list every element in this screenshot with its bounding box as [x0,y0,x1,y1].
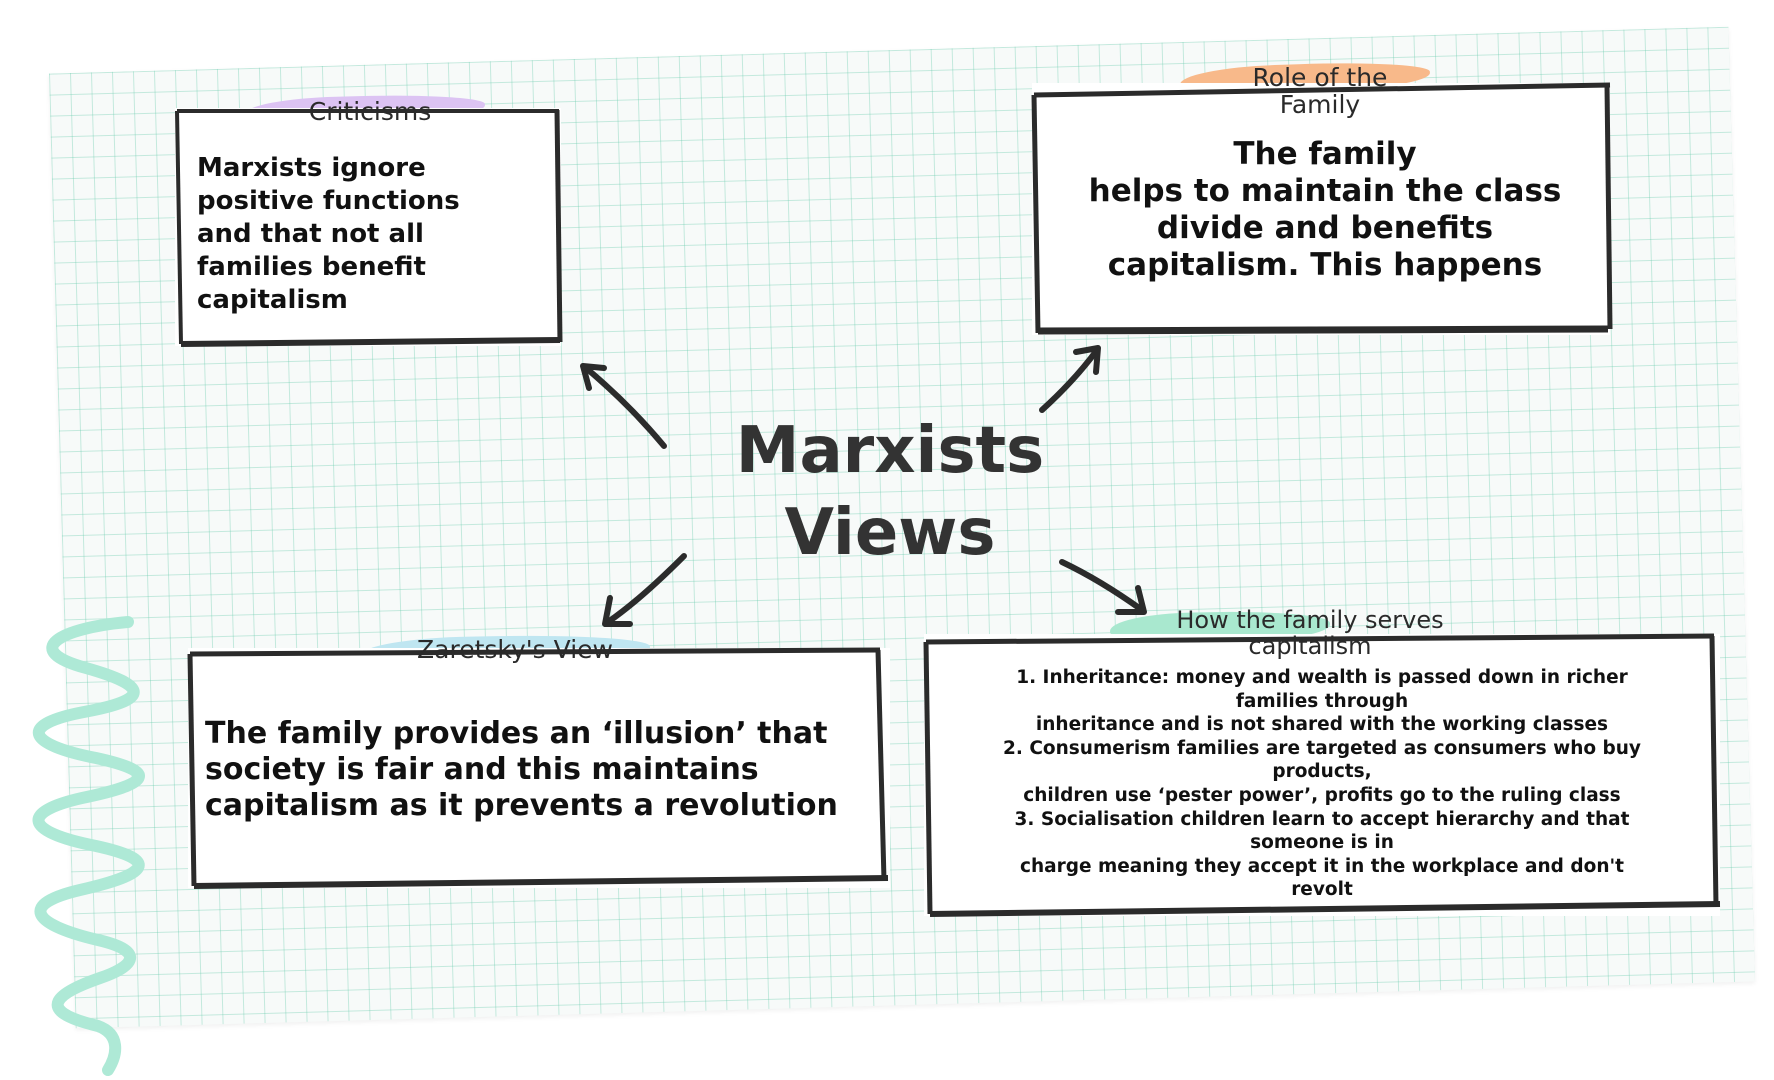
role-text: The family helps to maintain the class d… [1088,136,1562,283]
criticisms-label: Criticisms [308,97,432,126]
zaretsky-label: Zaretsky's View [417,635,613,664]
role-box-frame [1031,82,1613,335]
title-line-2: Views [784,496,996,570]
center-title: Marxists Views [690,410,1090,574]
role-of-family-box [1031,82,1613,335]
arrow-up-left-icon [580,363,667,449]
zaretsky-box [187,647,890,889]
criticisms-box [175,108,563,347]
title-line-1: Marxists [735,414,1045,488]
arrow-up-right-icon [1039,345,1101,413]
zaretsky-text: The family provides an ‘illusion’ that s… [205,716,838,823]
arrow-down-right-icon [1059,559,1147,615]
zaretsky-box-frame [187,647,889,889]
arrow-down-left-icon [602,553,687,627]
criticisms-box-frame [175,109,563,347]
criticisms-text: Marxists ignore positive functions and t… [197,153,460,315]
serves-label: How the family serves capitalism [1176,606,1444,660]
role-label: Role of the Family [1252,63,1388,119]
serves-box-frame [923,633,1721,917]
serves-text: 1. Inheritance: money and wealth is pass… [1003,667,1641,901]
serves-capitalism-box [923,633,1721,917]
